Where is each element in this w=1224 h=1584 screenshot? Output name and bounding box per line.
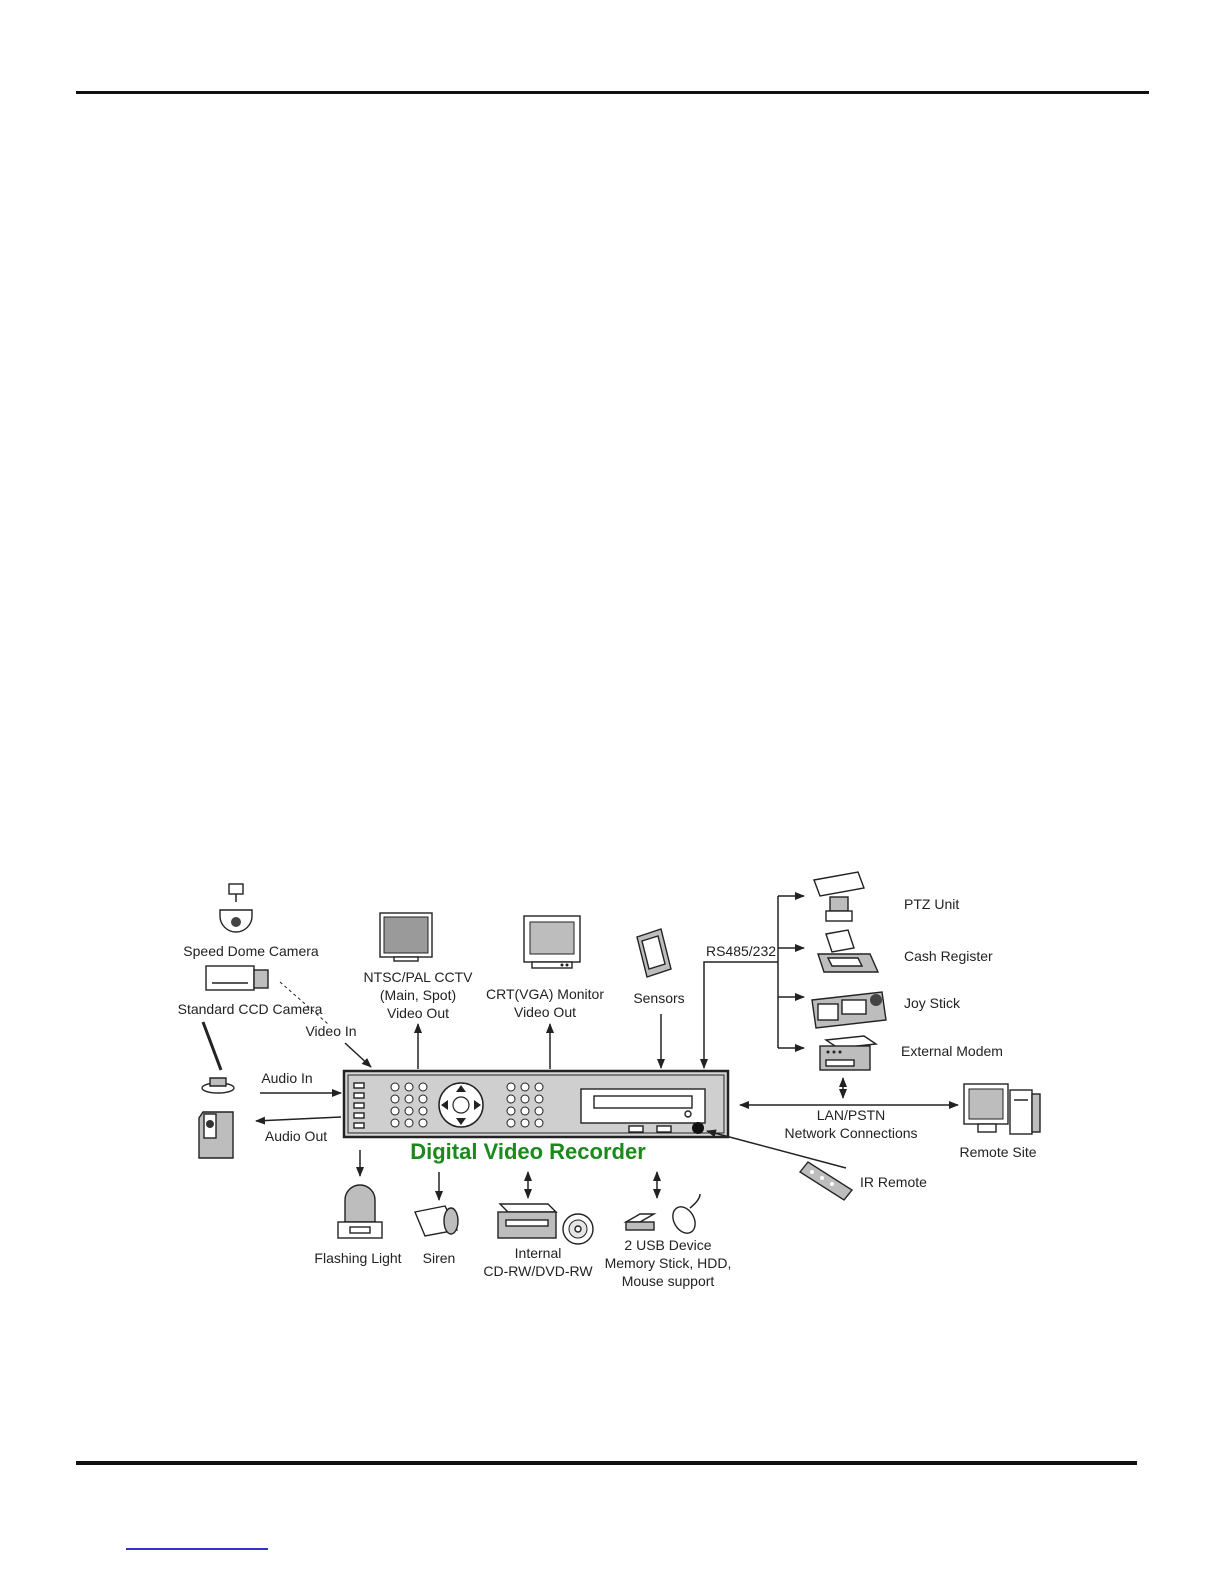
label-modem: External Modem — [901, 1043, 1003, 1059]
flashing-light-icon — [337, 1184, 383, 1239]
usb-device-icon — [623, 1213, 657, 1231]
label-remote-site: Remote Site — [959, 1144, 1036, 1160]
label-video-in: Video In — [305, 1023, 356, 1039]
label-ir-remote: IR Remote — [860, 1174, 927, 1190]
joystick-icon — [811, 991, 887, 1029]
footer-link-underline[interactable] — [126, 1548, 268, 1550]
label-cctv-3: Video Out — [387, 1005, 449, 1021]
label-siren: Siren — [423, 1250, 456, 1266]
speed-dome-camera-icon — [219, 883, 253, 933]
crt-monitor-icon — [379, 912, 433, 962]
label-rs485: RS485/232 — [706, 943, 776, 959]
label-cash-register: Cash Register — [904, 948, 993, 964]
label-usb-1: 2 USB Device — [624, 1237, 711, 1253]
label-joystick: Joy Stick — [904, 995, 961, 1011]
remote-pc-icon — [963, 1083, 1041, 1135]
ccd-camera-icon — [205, 965, 269, 991]
header-rule — [76, 91, 1149, 94]
arrow-audio-out — [255, 1116, 342, 1125]
label-ptz: PTZ Unit — [904, 896, 959, 912]
label-vga-2: Video Out — [514, 1004, 576, 1020]
label-usb-2: Memory Stick, HDD, — [605, 1255, 732, 1271]
label-usb-3: Mouse support — [622, 1273, 715, 1289]
label-flashing-light: Flashing Light — [314, 1250, 401, 1266]
modem-icon — [819, 1035, 879, 1071]
cash-register-icon — [817, 929, 880, 973]
label-speed-dome: Speed Dome Camera — [183, 943, 319, 959]
siren-icon — [414, 1205, 459, 1237]
arrow-ir — [706, 1129, 847, 1169]
dvr-unit-icon — [342, 1069, 730, 1139]
label-cctv-1: NTSC/PAL CCTV — [364, 969, 474, 985]
diagram-title: Digital Video Recorder — [410, 1139, 646, 1164]
label-cdrw-1: Internal — [515, 1245, 562, 1261]
arrow-video-in — [344, 1042, 372, 1068]
speaker-icon — [198, 1111, 234, 1159]
label-lan-1: LAN/PSTN — [817, 1107, 885, 1123]
label-cdrw-2: CD-RW/DVD-RW — [483, 1263, 593, 1279]
footer-rule — [76, 1461, 1137, 1465]
sensor-icon — [636, 928, 672, 978]
label-lan-2: Network Connections — [784, 1125, 917, 1141]
label-sensors: Sensors — [633, 990, 684, 1006]
label-audio-out: Audio Out — [265, 1128, 327, 1144]
label-cctv-2: (Main, Spot) — [380, 987, 456, 1003]
label-audio-in: Audio In — [261, 1070, 312, 1086]
cd-drive-icon — [497, 1203, 594, 1245]
rs485-line — [700, 961, 778, 1069]
ptz-unit-icon — [813, 871, 865, 922]
vga-monitor-icon — [523, 915, 581, 969]
mouse-icon — [672, 1193, 701, 1234]
label-ccd-camera: Standard CCD Camera — [178, 1001, 323, 1017]
microphone-icon — [201, 1021, 235, 1094]
dashed-leader — [279, 981, 329, 1025]
ir-remote-icon — [798, 1161, 854, 1201]
label-vga-1: CRT(VGA) Monitor — [486, 986, 604, 1002]
